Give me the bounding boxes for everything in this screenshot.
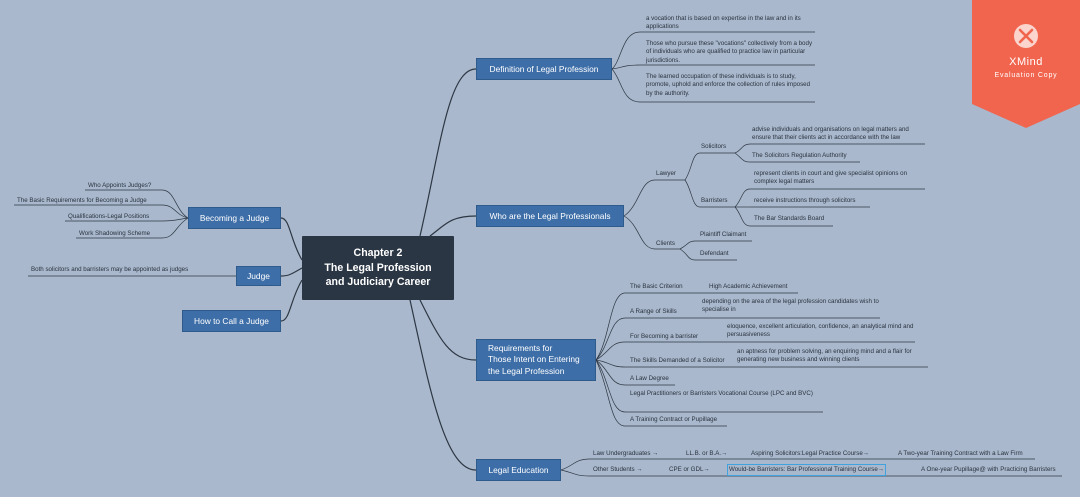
subtopic-solicitor-skills[interactable]: The Skills Demanded of a Solicitor — [630, 357, 725, 364]
subtopic-vocational-course[interactable]: Legal Practitioners or Barristers Vocati… — [630, 390, 813, 397]
subtopic-becoming-barrister[interactable]: For Becoming a barrister — [630, 333, 699, 340]
edu-would-be-barristers[interactable]: Would-be Barristers: Bar Professional Tr… — [727, 463, 886, 477]
central-line-3: and Judiciary Career — [325, 276, 431, 289]
subtopic-definition-1[interactable]: a vocation that is based on expertise in… — [646, 15, 801, 31]
subtopic-judge-note[interactable]: Both solicitors and barristers may be ap… — [31, 266, 189, 273]
subtopic-solicitor-value[interactable]: an aptness for problem solving, an enqui… — [737, 348, 912, 364]
subtopic-basic-requirements[interactable]: The Basic Requirements for Becoming a Ju… — [17, 197, 147, 204]
subtopic-work-shadowing[interactable]: Work Shadowing Scheme — [79, 230, 151, 237]
requirements-line-1: Requirements for — [488, 342, 553, 353]
central-line-2: The Legal Profession — [324, 261, 432, 274]
subtopic-definition-2[interactable]: Those who pursue these "vocations" colle… — [646, 40, 813, 64]
subtopic-basic-criterion[interactable]: The Basic Criterion — [630, 283, 683, 290]
edu-aspiring-solicitors[interactable]: Aspiring Solicitors:Legal Practice Cours… — [751, 450, 869, 457]
subtopic-barristers[interactable]: Barristers — [701, 197, 728, 204]
edu-law-undergraduates[interactable]: Law Undergraduates → — [593, 450, 659, 457]
subtopic-barrister-skills[interactable]: eloquence, excellent articulation, confi… — [727, 323, 914, 339]
subtopic-lawyer[interactable]: Lawyer — [656, 170, 676, 177]
subtopic-range-of-skills[interactable]: A Range of Skills — [630, 308, 677, 315]
edu-other-students[interactable]: Other Students → — [593, 466, 643, 473]
topic-how-to-call-a-judge[interactable]: How to Call a Judge — [182, 310, 281, 332]
watermark-subtitle: Evaluation Copy — [994, 72, 1058, 79]
subtopic-law-degree[interactable]: A Law Degree — [630, 375, 669, 382]
edu-two-year-training[interactable]: A Two-year Training Contract with a Law … — [898, 450, 1023, 457]
edu-llb[interactable]: LL.B. or B.A.→ — [686, 450, 728, 457]
subtopic-qualifications[interactable]: Qualifications-Legal Positions — [68, 213, 150, 220]
topic-legal-education[interactable]: Legal Education — [476, 459, 561, 481]
requirements-line-3: the Legal Profession — [488, 365, 565, 376]
subtopic-solicitors[interactable]: Solicitors — [701, 143, 727, 150]
subtopic-receive-instructions[interactable]: receive instructions through solicitors — [754, 197, 856, 204]
subtopic-definition-3[interactable]: The learned occupation of these individu… — [646, 73, 811, 97]
topic-definition[interactable]: Definition of Legal Profession — [476, 58, 612, 80]
subtopic-range-value[interactable]: depending on the area of the legal profe… — [702, 298, 879, 314]
topic-judge[interactable]: Judge — [236, 266, 281, 286]
watermark-name: XMind — [1009, 56, 1043, 68]
subtopic-defendant[interactable]: Defendant — [700, 250, 729, 257]
topic-becoming-a-judge[interactable]: Becoming a Judge — [188, 207, 281, 229]
subtopic-solicitors-advise[interactable]: advise individuals and organisations on … — [752, 126, 909, 142]
edu-cpe-gdl[interactable]: CPE or GDL→ — [669, 466, 710, 473]
xmind-watermark-badge — [972, 0, 1080, 128]
topic-legal-professionals[interactable]: Who are the Legal Professionals — [476, 205, 624, 227]
topic-requirements[interactable]: Requirements for Those Intent on Enterin… — [476, 339, 596, 381]
edu-one-year-pupillage[interactable]: A One-year Pupillage@ with Practicing Ba… — [921, 466, 1056, 473]
subtopic-clients[interactable]: Clients — [656, 240, 675, 247]
central-topic[interactable]: Chapter 2 The Legal Profession and Judic… — [302, 236, 454, 300]
subtopic-barristers-represent[interactable]: represent clients in court and give spec… — [754, 170, 908, 186]
requirements-line-2: Those Intent on Entering — [488, 354, 580, 365]
subtopic-sra[interactable]: The Solicitors Regulation Authority — [752, 152, 847, 159]
central-line-1: Chapter 2 — [353, 247, 403, 260]
subtopic-training-contract[interactable]: A Training Contract or Pupillage — [630, 416, 718, 423]
subtopic-who-appoints[interactable]: Who Appoints Judges? — [88, 182, 152, 189]
subtopic-high-achievement[interactable]: High Academic Achievement — [709, 283, 788, 290]
subtopic-bar-standards[interactable]: The Bar Standards Board — [754, 215, 825, 222]
subtopic-plaintiff[interactable]: Plaintiff Claimant — [700, 231, 747, 238]
